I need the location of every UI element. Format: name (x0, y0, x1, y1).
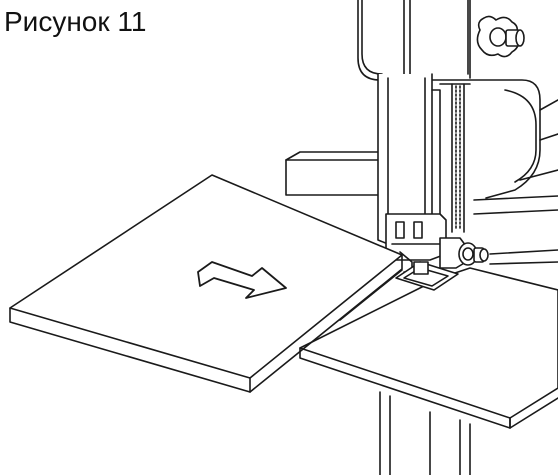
upper-frame (358, 0, 558, 198)
feed-direction-arrow-icon (198, 262, 286, 298)
figure-caption: Рисунок 11 (4, 6, 147, 37)
tension-knob-icon (477, 16, 524, 56)
saw-stand (380, 392, 470, 475)
lower-blade-guide (386, 214, 488, 272)
rear-table (474, 196, 558, 264)
throat-plate (396, 262, 458, 290)
blade-guide-post (378, 74, 470, 244)
